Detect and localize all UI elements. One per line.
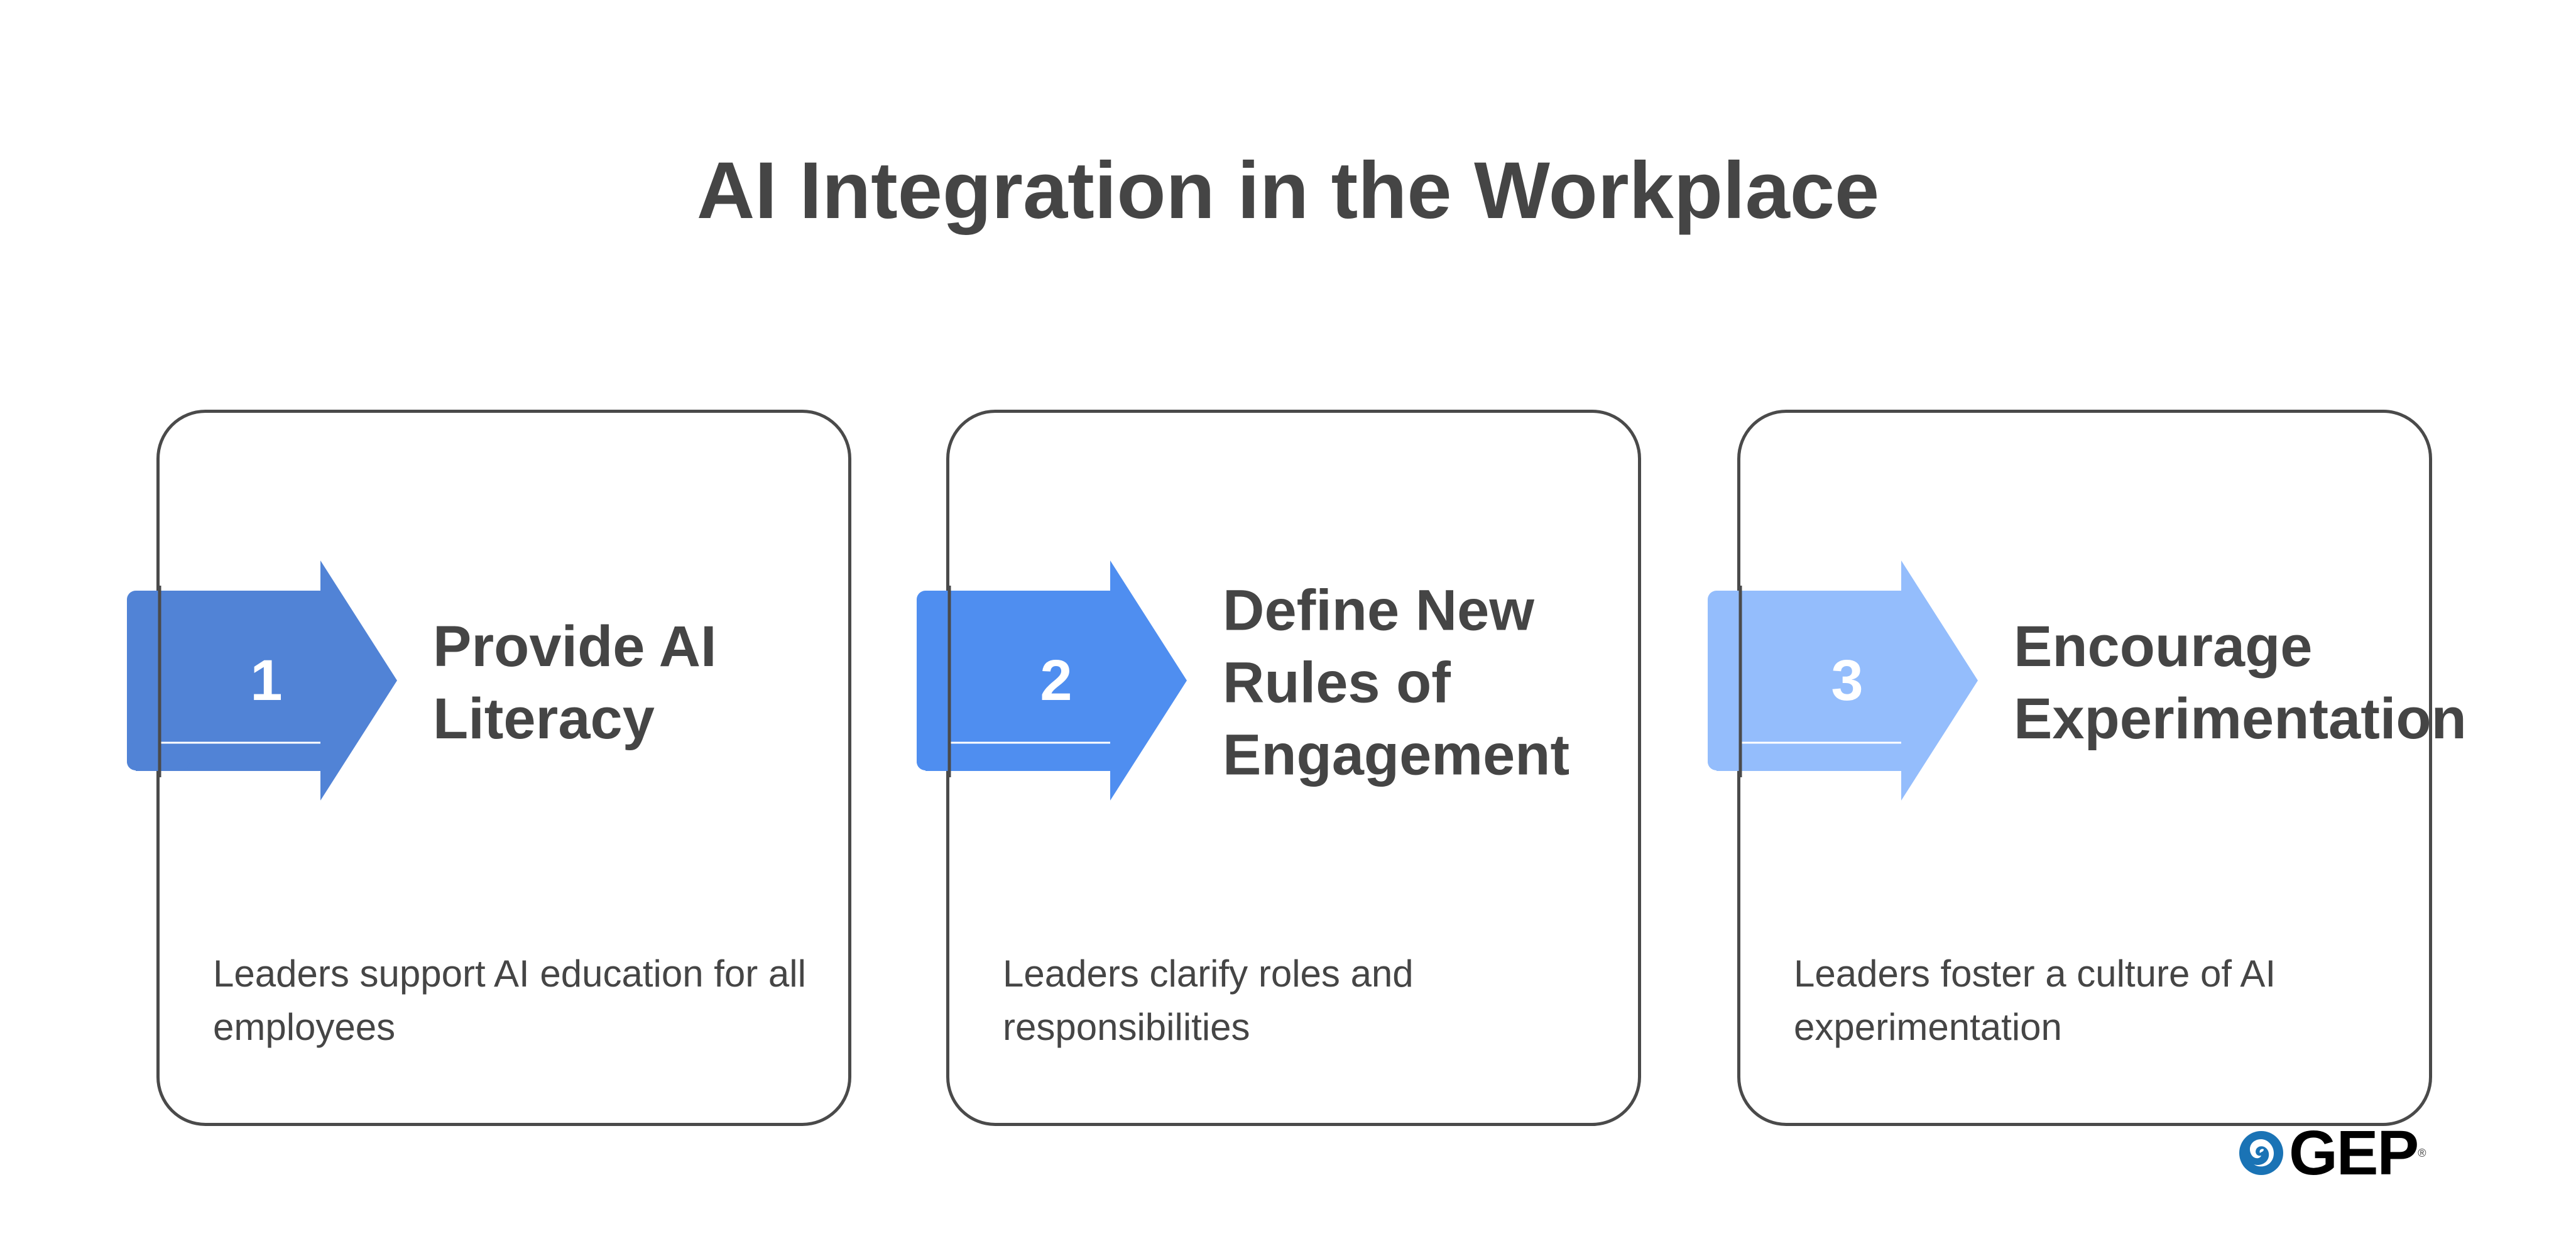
step-title: Define New Rules of Engagement <box>1223 578 1570 787</box>
step-description: Leaders support AI education for all emp… <box>213 953 806 1048</box>
step-card: 1 Provide AI Literacy Leaders support AI… <box>127 410 851 1126</box>
step-number: 1 <box>250 648 283 713</box>
step-arrow-icon <box>127 560 397 801</box>
gep-logo: GEP® <box>2239 1122 2426 1184</box>
step-arrow-icon <box>917 560 1187 801</box>
gep-swirl-icon <box>2239 1131 2283 1175</box>
step-number: 2 <box>1040 648 1072 713</box>
step-number: 3 <box>1831 648 1864 713</box>
step-description: Leaders clarify roles and responsibiliti… <box>1003 953 1414 1048</box>
step-arrow-icon <box>1708 560 1978 801</box>
logo-text: GEP <box>2289 1118 2419 1188</box>
step-card: 3 Encourage Experimentation Leaders fost… <box>1708 410 2467 1126</box>
page-title: AI Integration in the Workplace <box>696 146 1880 236</box>
step-description: Leaders foster a culture of AI experimen… <box>1794 953 2276 1048</box>
step-title: Provide AI Literacy <box>433 615 717 751</box>
step-card: 2 Define New Rules of Engagement Leaders… <box>917 410 1641 1126</box>
step-title: Encourage Experimentation <box>2014 615 2467 751</box>
registered-mark: ® <box>2418 1146 2426 1159</box>
